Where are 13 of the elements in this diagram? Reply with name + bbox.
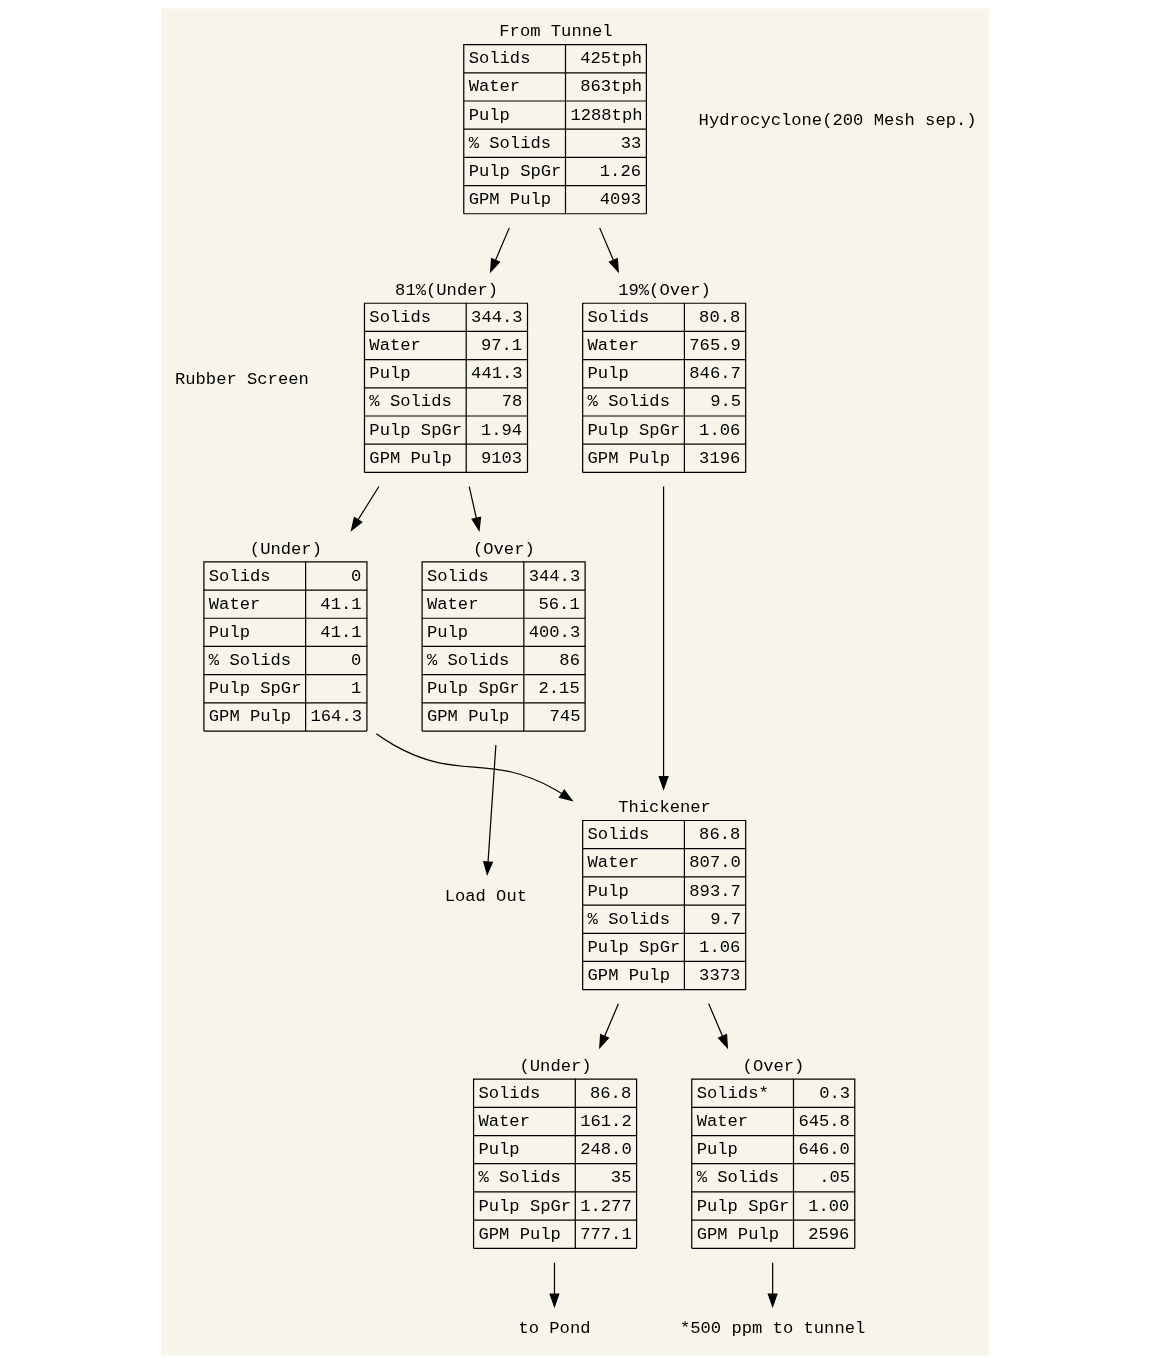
node-text: 81%(Under) Solids 344.3 Water 97.1 Pulp 441.3 % Solids 78 Pulp SpGr 1.94 GPM Pulp 9103 (369, 280, 523, 468)
node-text: Load Out (444, 887, 528, 907)
node-text: (Under) Solids 86.8 Water 161.2 Pulp 248.0 % Solids 35 Pulp SpGr 1.277 GPM Pulp 777.1 (478, 1056, 632, 1244)
node-label: Rubber Screen (174, 369, 309, 389)
node-label: Hydrocyclone(200 Mesh sep.) (698, 111, 977, 131)
node-text: *500 ppm to tunnel (679, 1319, 866, 1339)
node-text: (Over) Solids* 0.3 Water 645.8 Pulp 646.0 % Solids .05 Pulp SpGr 1.00 GPM Pulp 2596 (696, 1056, 851, 1244)
node-text: 19%(Over) Solids 80.8 Water 765.9 Pulp 846.7 % Solids 9.5 Pulp SpGr 1.06 GPM Pulp 3196 (587, 280, 742, 468)
node-text: to Pond (518, 1319, 591, 1339)
node-text: (Under) Solids 0 Water 41.1 Pulp 41.1 % Solids 0 Pulp SpGr 1 GPM Pulp 164.3 (208, 539, 363, 727)
node-text: Thickener Solids 86.8 Water 807.0 Pulp 893.7 % Solids 9.7 Pulp SpGr 1.06 GPM Pulp 3373 (587, 798, 742, 986)
node-text: From Tunnel Solids 425tph Water 863tph Pulp 1288tph % Solids 33 Pulp SpGr 1.26 GPM Pulp 4093 (468, 22, 643, 210)
node-text: (Over) Solids 344.3 Water 56.1 Pulp 400.3 % Solids 86 Pulp SpGr 2.15 GPM Pulp 745 (426, 539, 581, 727)
